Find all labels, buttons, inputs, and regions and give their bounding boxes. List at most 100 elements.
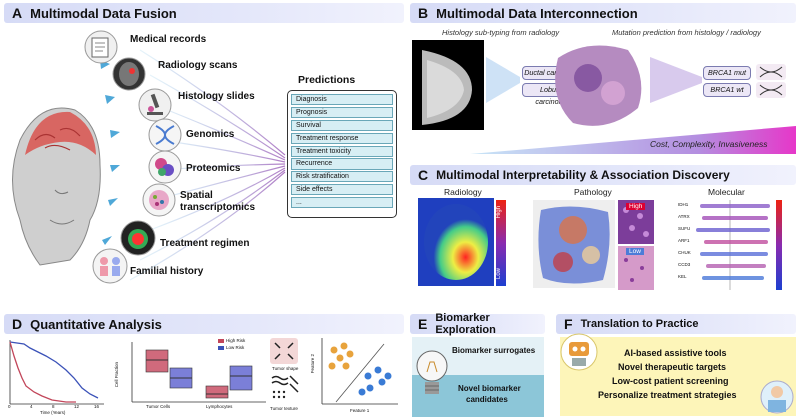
- pill-brca1-mut: BRCA1 mut: [703, 66, 751, 80]
- panel-f-letter: F: [564, 316, 573, 332]
- lightbulb-icon: [416, 350, 448, 394]
- km-xtick: 0: [8, 404, 11, 409]
- label-transcriptomics: transcriptomics: [180, 202, 256, 213]
- medical-records-icon: [84, 30, 118, 64]
- label-genomics: Genomics: [186, 129, 235, 140]
- tumor-shape-label: Tumor shape: [272, 366, 299, 371]
- panel-f-banner: F Translation to Practice: [556, 314, 796, 334]
- panel-d-title: Quantitative Analysis: [30, 316, 162, 332]
- novel-biomarker-label: Novel biomarker: [458, 384, 521, 393]
- flow-funnel-2: [650, 57, 702, 103]
- pathology-heading: Pathology: [574, 187, 612, 197]
- label-proteomics: Proteomics: [186, 163, 241, 174]
- cost-wedge: [470, 126, 796, 154]
- fusion-streams: [100, 49, 286, 281]
- legend-low-risk: Low Risk: [218, 345, 244, 350]
- dna-icon: [756, 64, 786, 80]
- gene-label: CCD3: [678, 262, 691, 267]
- doctor-icon: [760, 380, 794, 414]
- tumor-texture-icon: [271, 375, 299, 399]
- dna-icon: [756, 82, 786, 98]
- tumor-texture-label: Tumor texture: [270, 406, 298, 411]
- panel-f-title: Translation to Practice: [580, 318, 699, 330]
- prediction-item: Prognosis: [291, 106, 393, 119]
- family-icon: [92, 248, 128, 284]
- panel-e-letter: E: [418, 316, 428, 332]
- predictions-box: Diagnosis Prognosis Survival Treatment r…: [287, 90, 397, 218]
- treatment-scan-icon: [120, 220, 156, 256]
- translation-box: [560, 337, 796, 416]
- panel-e-title: Biomarker Exploration: [435, 312, 496, 336]
- feature1-label: Feature 1: [350, 408, 370, 413]
- microscope-icon: [138, 88, 172, 122]
- translation-item: Personalize treatment strategies: [598, 390, 737, 400]
- prediction-item: Side effects: [291, 184, 393, 196]
- panel-d-letter: D: [12, 316, 23, 332]
- km-xtick: 4: [30, 404, 33, 409]
- label-radiology-scans: Radiology scans: [158, 60, 238, 71]
- gene-label: ARF1: [678, 238, 690, 243]
- patch-high-label: High: [626, 203, 646, 210]
- panel-c-title: Multimodal Interpretability & Associatio…: [436, 168, 730, 182]
- km-xlabel: Time (Years): [40, 410, 66, 415]
- panel-d-banner: D Quantitative Analysis: [4, 314, 404, 334]
- feature2-label: Feature 2: [310, 354, 315, 374]
- translation-item: Novel therapeutic targets: [618, 362, 727, 372]
- box-category: Lymphocytes: [206, 404, 233, 409]
- caption-histology-subtyping: Histology sub-typing from radiology: [442, 28, 560, 37]
- legend-high-risk-label: High Risk: [226, 338, 246, 343]
- prediction-item: Recurrence: [291, 158, 393, 170]
- panel-b-banner: B Multimodal Data Interconnection: [410, 3, 796, 23]
- panel-a-banner: A Multimodal Data Fusion: [4, 3, 404, 23]
- caption-mutation-prediction: Mutation prediction from histology / rad…: [612, 28, 761, 37]
- pill-brca1-wt: BRCA1 wt: [703, 83, 751, 97]
- kaplan-meier-plot: [9, 340, 104, 405]
- prediction-item: Survival: [291, 119, 393, 131]
- gene-label: IDH1: [678, 202, 689, 207]
- patch-low-label: Low: [626, 248, 644, 255]
- spatial-transcriptomics-icon: [142, 183, 176, 217]
- prediction-item: Risk stratification: [291, 171, 393, 183]
- flow-funnel-1: [486, 57, 520, 103]
- label-treatment-regimen: Treatment regimen: [160, 238, 250, 249]
- km-xtick: 16: [94, 404, 100, 409]
- mammogram-image: [412, 40, 484, 130]
- panel-a-title: Multimodal Data Fusion: [30, 5, 177, 21]
- panel-b-letter: B: [418, 5, 429, 21]
- colorbar-low-label: Low: [496, 268, 502, 280]
- panel-b-title: Multimodal Data Interconnection: [436, 5, 638, 21]
- prediction-item: ...: [291, 197, 393, 209]
- radiology-colorbar: [496, 200, 506, 286]
- panel-a-letter: A: [12, 5, 23, 21]
- predictions-title: Predictions: [298, 74, 356, 86]
- translation-item: Low-cost patient screening: [612, 376, 729, 386]
- protein-icon: [148, 150, 182, 184]
- gene-label: CHUK: [678, 250, 691, 255]
- robot-icon: [560, 333, 598, 371]
- label-medical-records: Medical records: [130, 34, 207, 45]
- radiology-heatmap: [418, 198, 494, 286]
- candidates-label: candidates: [466, 395, 508, 404]
- molecular-heading: Molecular: [708, 187, 745, 197]
- box-ylabel: Cell Fraction: [114, 362, 119, 388]
- biomarker-surrogates-label: Biomarker surrogates: [452, 346, 536, 355]
- prediction-item: Diagnosis: [291, 94, 393, 106]
- feature-scatter: [321, 338, 398, 405]
- gene-label: KEL: [678, 274, 687, 279]
- gene-label: ATRX: [678, 214, 690, 219]
- legend-low-risk-label: Low Risk: [226, 345, 245, 350]
- human-head-illustration: [12, 107, 101, 266]
- panel-c-banner: C Multimodal Interpretability & Associat…: [410, 165, 796, 185]
- label-histology-slides: Histology slides: [178, 91, 255, 102]
- cost-complexity-label: Cost, Complexity, Invasiveness: [650, 139, 768, 149]
- gene-label: SUFU: [678, 226, 691, 231]
- dna-icon: [148, 118, 182, 152]
- box-plot: [131, 342, 266, 403]
- km-xtick: 12: [74, 404, 80, 409]
- molecular-beeswarm: [696, 200, 782, 290]
- radiology-heading: Radiology: [444, 187, 482, 197]
- radiology-scan-icon: [112, 57, 146, 91]
- label-familial-history: Familial history: [130, 266, 204, 277]
- box-category: Tumor Cells: [146, 404, 171, 409]
- colorbar-high-label: High: [496, 206, 502, 219]
